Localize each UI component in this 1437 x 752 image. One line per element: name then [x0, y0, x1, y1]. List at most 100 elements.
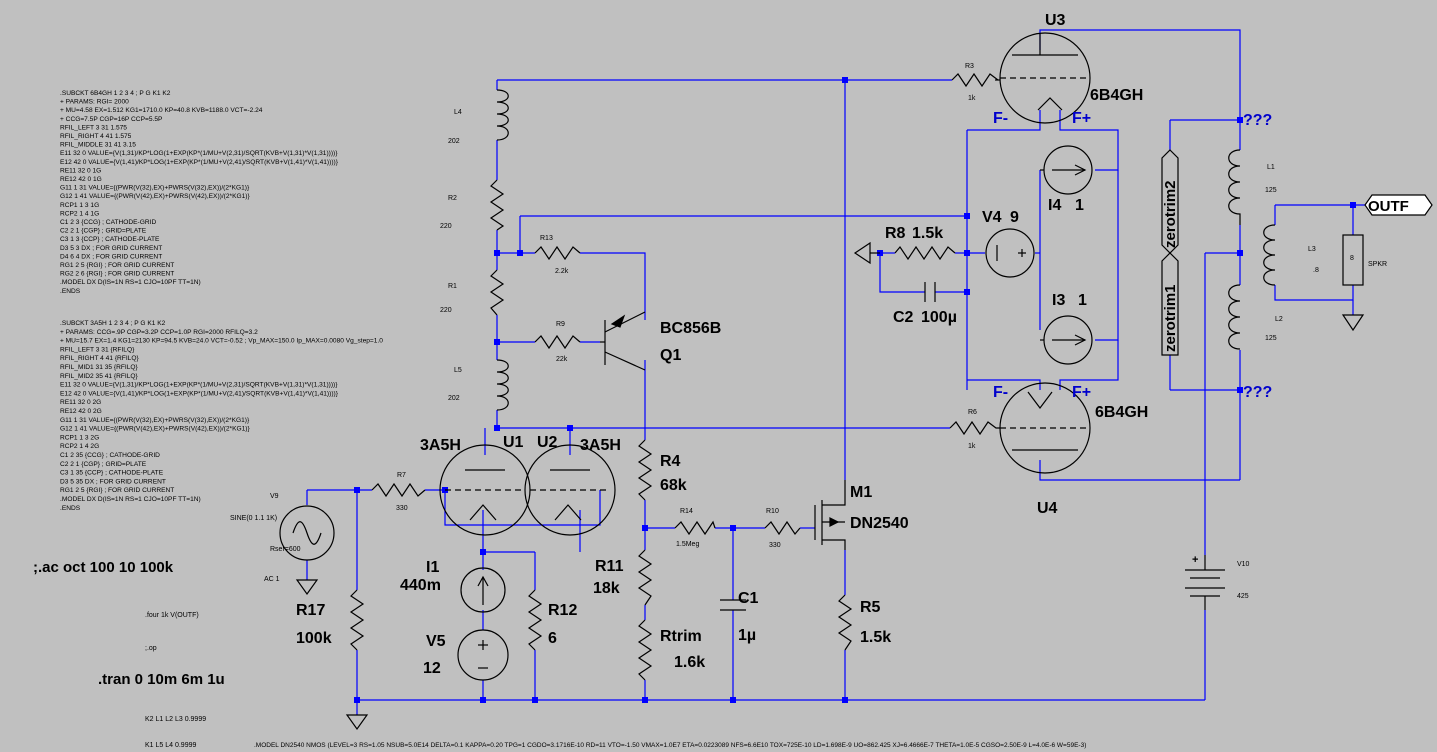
directive-model-dn2540: .MODEL DN2540 NMOS (LEVEL=3 RS=1.05 NSUB… [254, 742, 1086, 749]
spice-line: RE12 42 0 1G [60, 176, 102, 183]
label-r1-val: 220 [440, 307, 452, 314]
label-r3-val: 1k [968, 95, 976, 102]
label-l1-val: 125 [1265, 187, 1277, 194]
label-u3-type: 6B4GH [1090, 87, 1143, 104]
label-r5: R5 [860, 599, 881, 616]
voltage-source-v4[interactable] [985, 228, 1035, 278]
label-r11: R11 [595, 558, 624, 575]
label-r9: R9 [556, 321, 565, 328]
label-u3: U3 [1045, 12, 1066, 29]
resistor-r14[interactable] [674, 520, 716, 536]
label-v9-val: SINE(0 1.1 1K) [230, 515, 277, 522]
spice-line: RE11 32 0 2G [60, 399, 101, 406]
label-v4: V4 [982, 209, 1002, 226]
resistor-r4[interactable] [637, 439, 653, 501]
resistor-r12[interactable] [527, 589, 543, 651]
resistor-r10[interactable] [764, 520, 801, 536]
inductor-l4[interactable] [496, 89, 509, 141]
label-c2-val: 100µ [921, 309, 957, 326]
label-r8: R8 [885, 225, 906, 242]
label-v4-val: 9 [1010, 209, 1019, 226]
label-u4-type: 6B4GH [1095, 404, 1148, 421]
net-zerotrim2: zerotrim2 [1162, 180, 1179, 248]
spice-line: RFIL_LEFT 3 31 {RFILQ} [60, 346, 135, 353]
tube-u1[interactable] [439, 444, 531, 536]
directive-four: .four 1k V(OUTF) [145, 612, 199, 619]
resistor-r2[interactable] [489, 179, 505, 231]
spice-line: E12 42 0 VALUE={V(1,41)/KP*LOG(1+EXP(KP*… [60, 390, 339, 397]
ground-symbol-v9 [295, 579, 319, 596]
resistor-r9[interactable] [534, 334, 581, 350]
label-u2: U2 [537, 434, 558, 451]
inductor-l3[interactable] [1263, 224, 1276, 286]
resistor-r8[interactable] [894, 245, 956, 261]
label-rtrim-val: 1.6k [674, 654, 705, 671]
spice-line: C1 2 3 {CCG} ; CATHODE-GRID [60, 219, 156, 226]
resistor-r17[interactable] [349, 589, 365, 651]
capacitor-c2[interactable] [924, 282, 936, 302]
spice-line: RFIL_LEFT 3 31 1.575 [60, 124, 127, 131]
inductor-l5[interactable] [496, 359, 509, 411]
tube-u2[interactable] [524, 444, 616, 536]
label-v9-ac: AC 1 [264, 576, 280, 583]
label-v10-val: 425 [1237, 593, 1249, 600]
directive-op: ;.op [145, 645, 157, 652]
label-v10-plus: + [1192, 554, 1198, 566]
net-fplus-top: F+ [1072, 110, 1091, 127]
label-l3-val: .8 [1313, 267, 1319, 274]
speaker-load[interactable] [1342, 234, 1364, 286]
tube-u3[interactable] [995, 32, 1091, 124]
inductor-l1[interactable] [1228, 149, 1241, 225]
label-r13: R13 [540, 235, 553, 242]
ground-symbol-speaker [1341, 314, 1365, 332]
spice-line: E11 32 0 VALUE={V(1,31)/KP*LOG(1+EXP(KP*… [60, 382, 338, 389]
label-r12: R12 [548, 602, 577, 619]
label-l3: L3 [1308, 246, 1316, 253]
label-q1-type: BC856B [660, 320, 721, 337]
directive-ac: ;.ac oct 100 10 100k [33, 559, 174, 576]
label-i3: I3 [1052, 292, 1065, 309]
subckt-3a5h-text: .SUBCKT 3A5H 1 2 3 4 ; P G K1 K2 + PARAM… [60, 320, 383, 512]
spice-line: C1 2 35 {CCG} ; CATHODE-GRID [60, 452, 160, 459]
spice-line: .SUBCKT 3A5H 1 2 3 4 ; P G K1 K2 [60, 320, 166, 327]
label-i1: I1 [426, 559, 439, 576]
resistor-r13[interactable] [534, 245, 581, 261]
directive-k1: K1 L5 L4 0.9999 [145, 742, 196, 749]
spice-line: D3 5 3 DX ; FOR GRID CURRENT [60, 245, 162, 252]
label-r14: R14 [680, 508, 693, 515]
resistor-r7[interactable] [371, 482, 426, 498]
current-source-i4[interactable] [1040, 145, 1093, 195]
net-q-top: ??? [1243, 112, 1272, 129]
label-r12-val: 6 [548, 630, 557, 647]
label-l1: L1 [1267, 164, 1275, 171]
inductor-l2[interactable] [1228, 284, 1241, 350]
current-source-i1[interactable] [460, 567, 506, 613]
resistor-r6[interactable] [949, 420, 1000, 436]
resistor-r11[interactable] [637, 549, 653, 606]
resistor-r5[interactable] [837, 594, 853, 651]
voltage-source-v5[interactable] [457, 629, 509, 681]
current-source-i3[interactable] [1040, 315, 1093, 365]
signal-source-v9[interactable] [279, 505, 335, 561]
spice-directives: ;.ac oct 100 10 100k .four 1k V(OUTF) ;.… [33, 559, 1086, 749]
label-r4-val: 68k [660, 477, 687, 494]
spice-line: RG1 2 5 {RGI} ; FOR GRID CURRENT [60, 262, 174, 269]
mosfet-m1[interactable] [814, 480, 846, 550]
spice-line: RCP1 1 3 2G [60, 434, 99, 441]
spice-line: RE11 32 0 1G [60, 167, 101, 174]
spice-line: RG2 2 6 {RGI} ; FOR GRID CURRENT [60, 271, 174, 278]
label-r10-val: 330 [769, 542, 781, 549]
label-r2-val: 220 [440, 223, 452, 230]
capacitor-c1[interactable] [720, 599, 746, 611]
spice-line: RFIL_MID2 35 41 {RFILQ} [60, 373, 138, 380]
spice-line: E12 42 0 VALUE={V(1,41)/KP*LOG(1+EXP(KP*… [60, 159, 339, 166]
spice-line: RCP1 1 3 1G [60, 202, 99, 209]
label-r17: R17 [296, 602, 325, 619]
resistor-rtrim[interactable] [637, 619, 653, 681]
spice-line: + MU=4.58 EX=1.512 KG1=1710.0 KP=40.8 KV… [60, 107, 263, 114]
label-r5-val: 1.5k [860, 629, 891, 646]
transistor-q1[interactable] [600, 311, 646, 371]
voltage-source-v10[interactable] [1185, 555, 1225, 610]
resistor-r1[interactable] [489, 269, 505, 316]
resistor-r3[interactable] [951, 72, 999, 88]
